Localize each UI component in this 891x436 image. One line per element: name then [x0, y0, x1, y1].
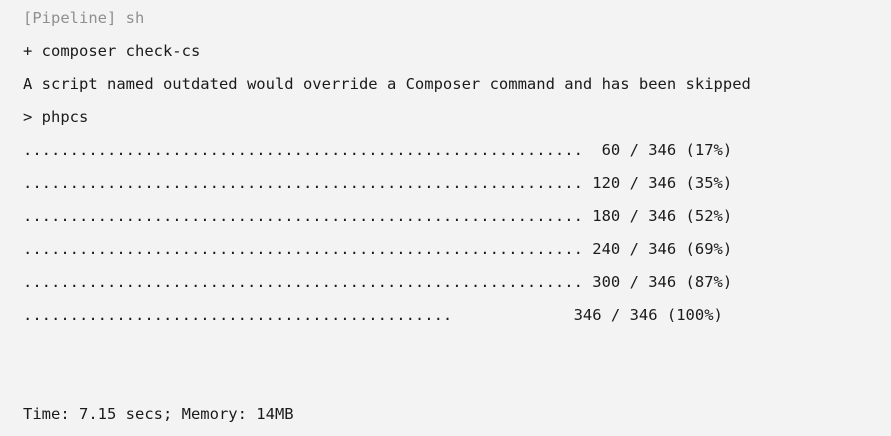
summary-line: Time: 7.15 secs; Memory: 14MB [23, 405, 294, 423]
progress-line: ........................................… [23, 306, 723, 324]
progress-line: ........................................… [23, 141, 733, 159]
progress-line: ........................................… [23, 174, 733, 192]
progress-line: ........................................… [23, 240, 733, 258]
pipeline-step-line: [Pipeline] sh [23, 9, 145, 27]
warning-line: A script named outdated would override a… [23, 75, 751, 93]
progress-line: ........................................… [23, 207, 733, 225]
command-line: + composer check-cs [23, 42, 201, 60]
script-name-line: > phpcs [23, 108, 89, 126]
progress-line: ........................................… [23, 273, 733, 291]
